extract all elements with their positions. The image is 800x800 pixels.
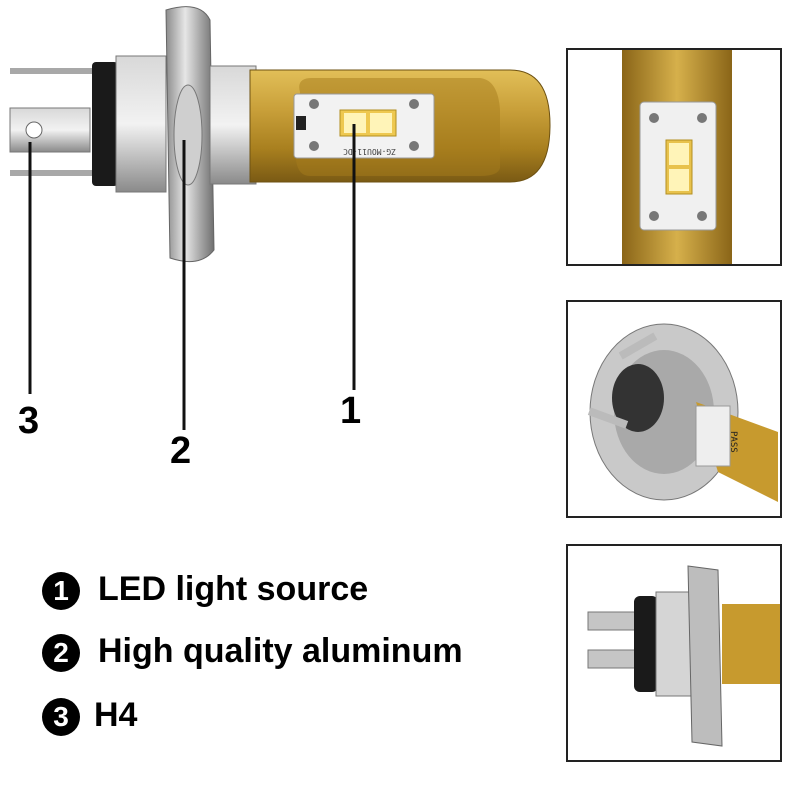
bulb-illustration: ZG-MOU11-DC — [9, 6, 551, 430]
connector-pins — [9, 68, 98, 176]
led-pcb: ZG-MOU11-DC — [293, 93, 435, 159]
callout-2: 2 — [170, 430, 192, 472]
side-view-image — [568, 546, 780, 760]
plate-marking: PASS — [728, 431, 738, 453]
pin-hole — [25, 121, 43, 139]
callout-1: 1 — [340, 390, 362, 432]
legend-number-badge: 1 — [42, 572, 80, 610]
callout-3: 3 — [18, 400, 40, 442]
inset-flange-view: PASS — [566, 300, 782, 518]
legend-label: LED light source — [98, 570, 369, 608]
chrome-sleeve — [209, 65, 257, 185]
callout-lines — [28, 124, 356, 430]
legend-number-badge: 3 — [42, 698, 80, 736]
legend-number-badge: 2 — [42, 634, 80, 672]
inset-side-view — [566, 544, 782, 762]
main-bulb-figure: ZG-MOU11-DC 1 2 3 — [0, 0, 560, 520]
legend-label: H4 — [94, 696, 138, 734]
legend-label: High quality aluminum — [98, 632, 463, 670]
led-closeup-image — [568, 50, 780, 264]
flange-view-image: PASS — [568, 302, 780, 516]
board-marking: ZG-MOU11-DC — [343, 147, 396, 156]
h4-flange — [165, 6, 215, 263]
inset-led-closeup — [566, 48, 782, 266]
base-ring — [92, 62, 118, 186]
chrome-collar — [115, 55, 167, 193]
